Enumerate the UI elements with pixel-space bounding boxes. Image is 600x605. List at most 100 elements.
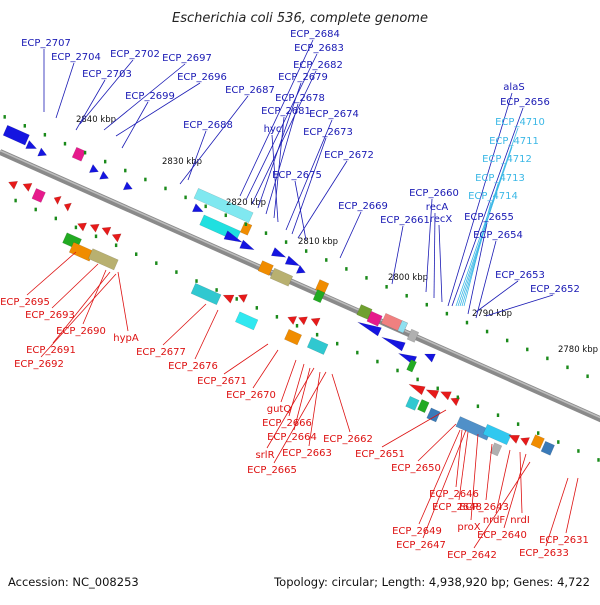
ruler-label: 2830 kbp: [162, 157, 202, 167]
top-gene-label: ECP_2699: [125, 91, 175, 102]
gene-block: [239, 221, 253, 236]
leader-line: [251, 70, 317, 205]
gene-arrow: [222, 294, 235, 304]
gene-block: [269, 267, 294, 287]
ruler-tick: [135, 252, 138, 257]
gene-block: [71, 146, 87, 162]
ruler-label: 2820 kbp: [226, 198, 266, 208]
gene-arrow: [239, 239, 255, 251]
bottom-gene-label: ECP_2647: [396, 540, 446, 551]
top-gene-label: ECP_2652: [530, 284, 580, 295]
leader-line: [265, 103, 299, 215]
top-gene-label: ECP_4710: [495, 117, 545, 128]
bottom-gene-label: ECP_2642: [447, 550, 497, 561]
leader-line: [266, 367, 315, 449]
top-gene-label: ECP_2669: [338, 201, 388, 212]
top-gene-label: recX: [430, 214, 453, 225]
leader-line: [418, 429, 461, 525]
leader-line: [273, 371, 327, 464]
leader-line: [425, 198, 433, 293]
leader-line: [438, 224, 443, 303]
ruler-tick: [405, 293, 408, 298]
leader-line: [417, 423, 457, 462]
leader-line: [451, 107, 524, 307]
bottom-gene-label: ECP_2676: [168, 361, 218, 372]
ruler-tick: [215, 288, 218, 292]
ruler-tick: [356, 350, 359, 355]
top-gene-label: ECP_2675: [272, 170, 322, 181]
gene-block: [540, 440, 555, 456]
leader-line: [455, 429, 463, 488]
gene-block: [31, 188, 46, 203]
leader-line: [252, 349, 279, 389]
bottom-gene-label: ECP_2664: [267, 432, 317, 443]
leader-line: [273, 116, 285, 219]
gene-arrow: [450, 397, 461, 407]
ruler-tick: [255, 306, 259, 310]
gene-block: [193, 187, 254, 224]
gene-block: [426, 407, 441, 423]
leader-layer: [26, 39, 579, 549]
bottom-gene-label: ECP_2693: [25, 310, 75, 321]
top-gene-label: ECP_4713: [475, 173, 525, 184]
ruler-tick: [244, 222, 248, 227]
ruler-tick: [224, 213, 227, 218]
ruler-tick: [597, 458, 600, 462]
bottom-gene-label: ECP_2692: [14, 359, 64, 370]
leader-line: [187, 130, 207, 181]
ruler-tick: [195, 279, 198, 283]
leader-line: [239, 39, 314, 197]
ruler-tick: [275, 315, 279, 319]
leader-line: [475, 280, 519, 313]
ruler-tick: [396, 368, 399, 373]
ruler-tick: [485, 329, 489, 334]
ruler-tick: [345, 267, 348, 271]
ruler-tick: [34, 207, 37, 212]
leader-line: [339, 211, 362, 259]
ruler-tick: [284, 240, 288, 244]
bottom-gene-label: ECP_2670: [226, 390, 276, 401]
top-gene-label: ECP_2687: [225, 85, 275, 96]
leader-line: [495, 449, 511, 514]
ruler-tick: [385, 285, 388, 289]
leader-line: [162, 303, 207, 346]
bottom-gene-label: ECP_2631: [539, 535, 589, 546]
ruler-tick: [476, 404, 480, 409]
ruler-tick: [537, 431, 540, 435]
gene-arrow: [101, 226, 112, 236]
gene-arrow: [88, 163, 99, 173]
leader-line: [103, 63, 186, 131]
leader-line: [433, 212, 436, 299]
gene-block: [482, 423, 512, 446]
top-gene-label: ECP_4712: [482, 154, 532, 165]
gene-arrow: [89, 223, 100, 233]
gene-arrow: [191, 203, 204, 213]
bottom-gene-label: ECP_2646: [429, 489, 479, 500]
feature-layer: [2, 124, 555, 457]
gene-arrow: [297, 316, 309, 326]
gene-arrow: [381, 336, 406, 352]
top-gene-label: ECP_2678: [275, 93, 325, 104]
gene-block: [356, 304, 373, 320]
gene-block: [455, 416, 492, 441]
ruler-tick: [54, 216, 58, 221]
ruler-tick: [103, 159, 107, 164]
bottom-gene-label: ECP_2640: [477, 530, 527, 541]
gene-arrow: [287, 316, 298, 326]
ruler-label: 2810 kbp: [298, 237, 338, 247]
leader-line: [458, 431, 469, 501]
gene-arrow: [25, 139, 38, 149]
gene-arrow: [63, 202, 72, 212]
ruler-tick: [315, 332, 319, 337]
leader-line: [271, 134, 279, 223]
leader-line: [565, 477, 579, 534]
top-gene-label: ECP_4714: [468, 191, 518, 202]
top-gene-label: ECP_2703: [82, 69, 132, 80]
ruler-tick: [94, 234, 98, 239]
ruler-tick: [304, 249, 308, 253]
leader-line: [75, 79, 106, 131]
ruler-tick: [124, 168, 127, 173]
leader-line: [117, 271, 129, 332]
top-gene-label: ECP_2681: [261, 106, 311, 117]
ruler-label: 2800 kbp: [388, 273, 428, 283]
